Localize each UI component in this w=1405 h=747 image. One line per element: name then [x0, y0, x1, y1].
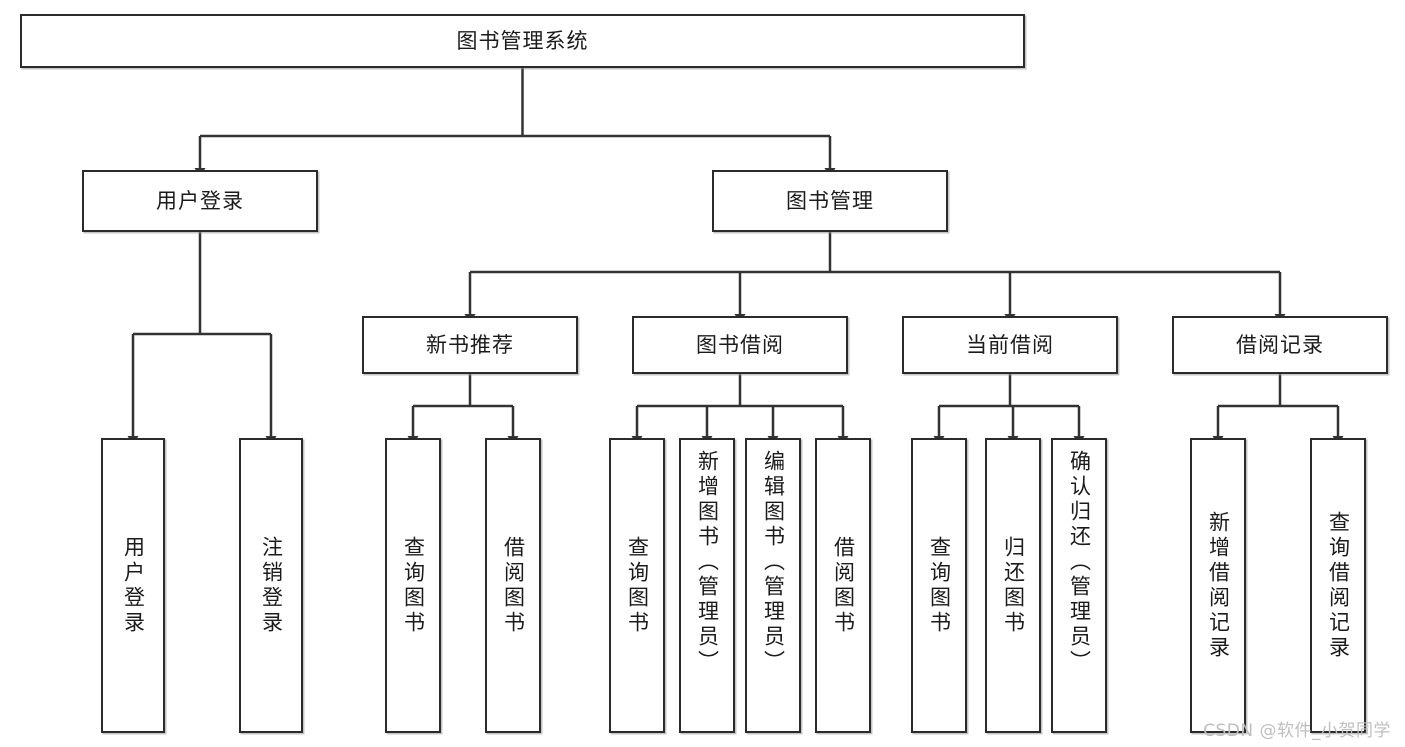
- node-label: 查询图书: [401, 535, 426, 636]
- node-label: 新书推荐: [426, 332, 514, 357]
- node-leaf-bor-add[interactable]: 新增图书（管理员）: [679, 438, 735, 733]
- node-label: 查询图书: [625, 535, 650, 636]
- node-label: 借阅记录: [1236, 332, 1324, 357]
- node-borrow[interactable]: 图书借阅: [632, 316, 848, 374]
- node-leaf-new-query[interactable]: 查询图书: [385, 438, 441, 733]
- node-label: 用户登录: [156, 188, 244, 213]
- node-label: 查询图书: [927, 535, 952, 636]
- node-leaf-user-login[interactable]: 用户登录: [101, 438, 165, 733]
- node-leaf-bor-query[interactable]: 查询图书: [609, 438, 665, 733]
- node-login[interactable]: 用户登录: [82, 170, 318, 232]
- node-leaf-bor-edit[interactable]: 编辑图书（管理员）: [745, 438, 801, 733]
- node-leaf-new-borrow[interactable]: 借阅图书: [485, 438, 541, 733]
- node-label: 编辑图书（管理员）: [761, 450, 786, 675]
- node-label: 归还图书: [1001, 535, 1026, 636]
- node-label: 确认归还（管理员）: [1067, 450, 1092, 675]
- node-label: 图书管理系统: [456, 28, 589, 53]
- node-leaf-rec-add[interactable]: 新增借阅记录: [1190, 438, 1246, 733]
- node-label: 新增图书（管理员）: [695, 450, 720, 675]
- node-leaf-user-logout[interactable]: 注销登录: [239, 438, 303, 733]
- node-label: 图书借阅: [696, 332, 784, 357]
- node-manage[interactable]: 图书管理: [712, 170, 948, 232]
- node-label: 注销登录: [259, 535, 284, 636]
- node-leaf-bor-borrow[interactable]: 借阅图书: [815, 438, 871, 733]
- node-newbook[interactable]: 新书推荐: [362, 316, 578, 374]
- node-label: 新增借阅记录: [1206, 510, 1231, 661]
- node-leaf-rec-query[interactable]: 查询借阅记录: [1310, 438, 1366, 733]
- node-label: 查询借阅记录: [1326, 510, 1351, 661]
- node-leaf-cur-return[interactable]: 归还图书: [985, 438, 1041, 733]
- node-leaf-cur-confirm[interactable]: 确认归还（管理员）: [1051, 438, 1107, 733]
- node-label: 借阅图书: [831, 535, 856, 636]
- watermark-text: CSDN @软件_小贺同学: [1203, 721, 1391, 741]
- node-label: 借阅图书: [501, 535, 526, 636]
- node-records[interactable]: 借阅记录: [1172, 316, 1388, 374]
- node-leaf-cur-query[interactable]: 查询图书: [911, 438, 967, 733]
- node-label: 图书管理: [786, 188, 874, 213]
- node-root[interactable]: 图书管理系统: [20, 14, 1025, 68]
- node-current[interactable]: 当前借阅: [902, 316, 1118, 374]
- node-label: 用户登录: [121, 535, 146, 636]
- node-label: 当前借阅: [966, 332, 1054, 357]
